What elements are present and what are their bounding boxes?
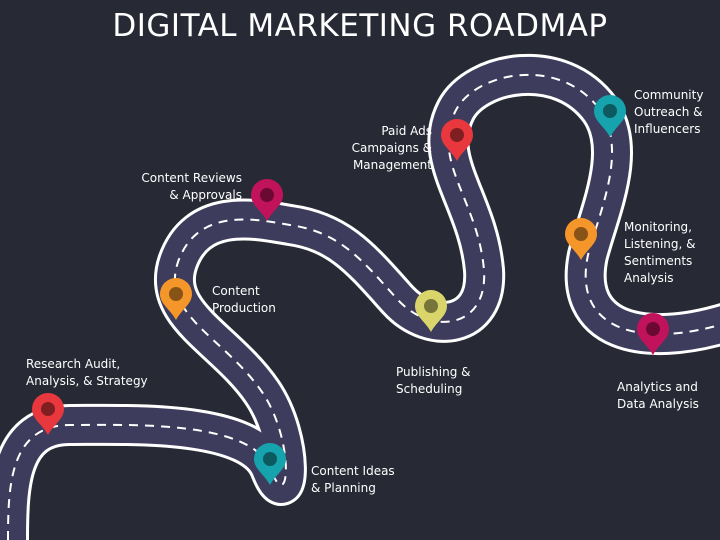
pin-center-dot — [603, 104, 617, 118]
step-label-content-ideas: Content Ideas & Planning — [311, 464, 395, 495]
step-label-content-production: Content Production — [212, 284, 276, 315]
pin-center-dot — [263, 452, 277, 466]
page-title: DIGITAL MARKETING ROADMAP — [112, 8, 608, 44]
step-label-monitoring: Monitoring, Listening, & Sentiments Anal… — [624, 220, 696, 285]
map-pin-icon — [594, 95, 626, 137]
step-label-community: Community Outreach & Influencers — [634, 88, 704, 136]
winding-road — [0, 53, 720, 540]
map-pin-icon — [32, 393, 64, 435]
lane-divider — [7, 73, 720, 540]
pin-center-dot — [424, 299, 438, 313]
map-pin-icon — [415, 290, 447, 332]
step-label-paid-ads: Paid Ads Campaigns & Management — [351, 124, 432, 172]
pin-center-dot — [169, 287, 183, 301]
pin-center-dot — [260, 188, 274, 202]
step-label-publishing: Publishing & Scheduling — [396, 365, 471, 396]
map-pin-icon — [637, 313, 669, 355]
map-pin-icon — [441, 119, 473, 161]
map-pin-icon — [254, 443, 286, 485]
milestone-pins — [32, 95, 669, 485]
map-pin-icon — [565, 218, 597, 260]
pin-center-dot — [574, 227, 588, 241]
pin-center-dot — [41, 402, 55, 416]
map-pin-icon — [251, 179, 283, 221]
pin-center-dot — [450, 128, 464, 142]
step-label-analytics: Analytics and Data Analysis — [617, 380, 699, 411]
step-label-content-reviews: Content Reviews & Approvals — [141, 171, 242, 202]
pin-center-dot — [646, 322, 660, 336]
map-pin-icon — [160, 278, 192, 320]
step-label-research: Research Audit, Analysis, & Strategy — [26, 357, 148, 388]
